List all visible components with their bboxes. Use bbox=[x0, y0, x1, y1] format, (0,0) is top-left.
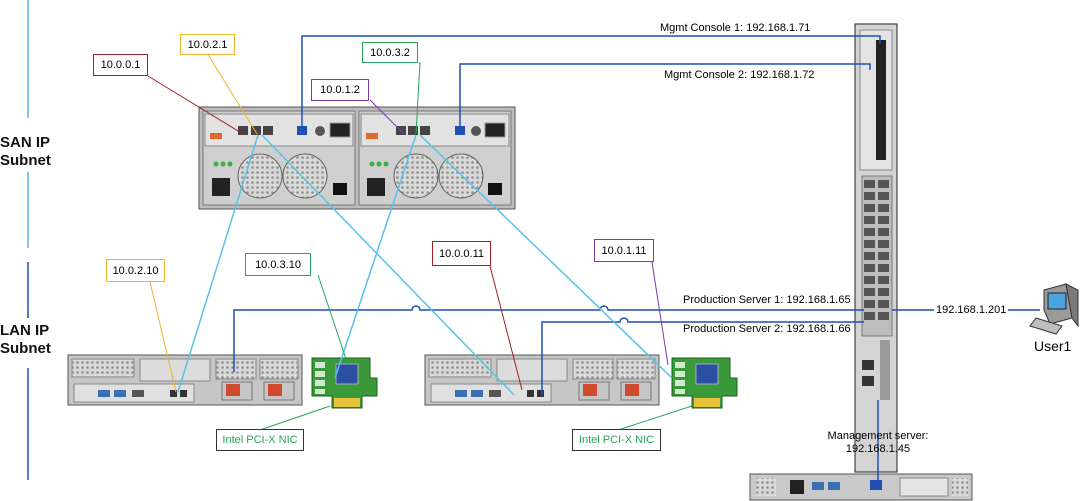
lan-links bbox=[233, 35, 1040, 480]
network-switch bbox=[854, 23, 898, 473]
san-subnet-label: SAN IP Subnet bbox=[0, 134, 51, 169]
user-label: User1 bbox=[1034, 338, 1072, 354]
mgmt-console-1-label: Mgmt Console 1: 192.168.1.71 bbox=[660, 22, 811, 34]
nic-label-server-2: Intel PCI-X NIC bbox=[572, 429, 661, 451]
ip-callout-controller-b-port-2: 10.0.1.2 bbox=[311, 79, 369, 101]
ip-callout-server2-nic-b: 10.0.1.11 bbox=[594, 239, 654, 262]
nic-label-server-1: Intel PCI-X NIC bbox=[216, 429, 304, 451]
management-server bbox=[749, 473, 973, 501]
lan-subnet-label: LAN IP Subnet bbox=[0, 322, 51, 357]
ip-callout-controller-a-port-2: 10.0.2.1 bbox=[180, 34, 235, 55]
ip-callout-server2-nic-a: 10.0.0.11 bbox=[432, 241, 491, 266]
production-server-1-label: Production Server 1: 192.168.1.65 bbox=[683, 294, 851, 306]
ip-callout-controller-a-port-1: 10.0.0.1 bbox=[93, 54, 148, 76]
san-links bbox=[177, 134, 673, 396]
production-server-1 bbox=[67, 354, 303, 406]
nic-card-2 bbox=[671, 357, 738, 409]
mgmt-console-2-label: Mgmt Console 2: 192.168.1.72 bbox=[664, 69, 815, 81]
ip-callout-server1-nic-a: 10.0.2.10 bbox=[106, 259, 165, 282]
user-computer bbox=[1029, 283, 1079, 335]
production-server-2-label: Production Server 2: 192.168.1.66 bbox=[683, 323, 851, 335]
ip-callout-controller-b-port-1: 10.0.3.2 bbox=[362, 42, 418, 63]
user-ip-label: 192.168.1.201 bbox=[934, 304, 1009, 316]
callout-leaders bbox=[147, 52, 693, 431]
nic-card-1 bbox=[311, 357, 378, 409]
san-storage-array bbox=[198, 106, 516, 210]
ip-callout-server1-nic-b: 10.0.3.10 bbox=[245, 253, 311, 276]
management-server-label: Management server: 192.168.1.45 bbox=[827, 430, 929, 455]
